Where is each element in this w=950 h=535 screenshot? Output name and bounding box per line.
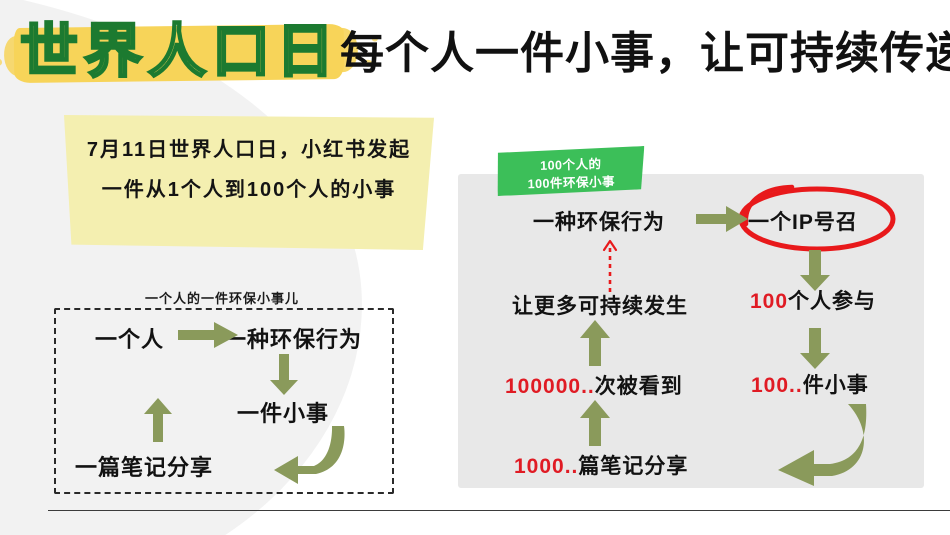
left-node-eco-action: 一种环保行为	[224, 327, 363, 352]
right-diagram-panel	[458, 174, 924, 488]
right-node-small-things: 100..件小事	[751, 369, 869, 399]
right-node-ip-call: 一个IP号召	[748, 211, 858, 234]
arrow-up-icon	[144, 398, 172, 442]
green-tag-line-2: 100件环保小事	[527, 174, 616, 192]
right-node-small-things-count: 100..	[751, 374, 803, 397]
right-node-participants-label: 个人参与	[788, 290, 877, 313]
sticky-note-line-1: 7月11日世界人口日，小红书发起	[86, 139, 412, 161]
right-node-notes-count: 1000..	[514, 455, 579, 478]
sticky-note: 7月11日世界人口日，小红书发起 一件从1个人到100个人的小事	[64, 115, 434, 250]
right-node-views: 100000..次被看到	[505, 370, 683, 400]
right-node-participants: 100个人参与	[750, 285, 876, 315]
right-node-views-label: 次被看到	[594, 375, 683, 398]
arrow-right-icon	[178, 322, 238, 348]
slide-header: 世界人口日 每个人一件小事，让可持续传递。	[0, 0, 950, 105]
left-node-small-thing: 一件小事	[237, 401, 330, 426]
right-node-notes: 1000..篇笔记分享	[514, 450, 688, 480]
right-node-small-things-label: 件小事	[802, 374, 869, 397]
right-node-notes-label: 篇笔记分享	[578, 455, 689, 478]
right-node-eco-action: 一种环保行为	[533, 211, 665, 234]
right-node-views-count: 100000..	[505, 375, 595, 398]
right-node-participants-count: 100	[750, 290, 789, 313]
arrow-right-icon	[696, 206, 748, 232]
left-node-one-person: 一个人	[95, 327, 165, 352]
arrow-down-icon	[800, 250, 830, 291]
brush-fleck-icon	[0, 58, 3, 67]
arrow-down-icon	[270, 354, 298, 395]
arrow-up-icon	[580, 400, 610, 446]
footer-divider	[48, 510, 950, 511]
left-diagram-caption: 一个人的一件环保小事儿	[144, 291, 299, 306]
left-diagram-dashed-border	[54, 308, 394, 494]
green-label-tag: 100个人的 100件环保小事	[496, 146, 645, 196]
right-node-more-sustainable: 让更多可持续发生	[512, 295, 688, 318]
page-subtitle: 每个人一件小事，让可持续传递。	[340, 29, 950, 78]
arrow-up-icon	[580, 320, 610, 366]
page-title-outlined: 世界人口日	[19, 18, 341, 86]
left-node-note-share: 一篇笔记分享	[75, 455, 214, 480]
dashed-arrow-up-icon	[602, 239, 618, 292]
arrow-curve-left-icon	[274, 426, 345, 484]
arrow-curve-left-icon	[778, 404, 867, 486]
sticky-note-line-2: 一件从1个人到100个人的小事	[101, 179, 397, 201]
arrow-down-icon	[800, 328, 830, 369]
